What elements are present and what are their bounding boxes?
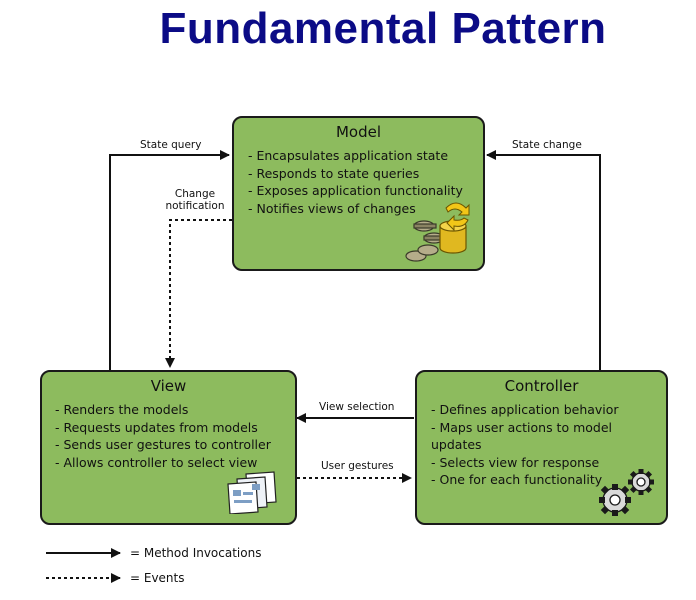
view-heading: View bbox=[150, 377, 187, 395]
list-item: Notifies views of changes bbox=[248, 200, 463, 218]
change-notification-label: Change notification bbox=[156, 188, 234, 212]
controller-responsibilities: Defines application behavior Maps user a… bbox=[431, 401, 666, 489]
legend-events: = Events bbox=[130, 571, 185, 585]
documents-icon bbox=[227, 471, 277, 514]
change-notification-line2: notification bbox=[165, 200, 225, 212]
model-box: Model Encapsulates application state Res… bbox=[232, 116, 485, 271]
view-selection-label: View selection bbox=[319, 401, 395, 413]
list-item: Sends user gestures to controller bbox=[55, 436, 270, 454]
change-notification-arrow bbox=[165, 219, 232, 368]
list-item: Responds to state queries bbox=[248, 165, 463, 183]
database-and-keys-icon bbox=[405, 202, 470, 262]
list-item: One for each functionality bbox=[431, 471, 666, 489]
state-change-arrow bbox=[486, 150, 601, 370]
controller-box: Controller Defines application behavior … bbox=[415, 370, 668, 525]
change-notification-line1: Change bbox=[174, 188, 216, 200]
page-title: Fundamental Pattern bbox=[159, 4, 607, 53]
state-query-label: State query bbox=[140, 139, 202, 151]
list-item: Encapsulates application state bbox=[248, 147, 463, 165]
list-item: Exposes application functionality bbox=[248, 182, 462, 200]
list-item: Selects view for response bbox=[431, 454, 666, 472]
list-item: Renders the models bbox=[55, 401, 271, 419]
model-heading: Model bbox=[335, 123, 382, 141]
gears-icon bbox=[599, 469, 654, 516]
view-box: View Renders the models Requests updates… bbox=[40, 370, 297, 525]
state-query-arrow bbox=[109, 150, 230, 370]
list-item: Requests updates from models bbox=[55, 419, 271, 437]
list-item: Maps user actions to model updates bbox=[431, 419, 666, 454]
controller-heading: Controller bbox=[504, 377, 579, 395]
state-change-label: State change bbox=[512, 139, 582, 151]
legend-method-invocations: = Method Invocations bbox=[130, 546, 262, 560]
model-responsibilities: Encapsulates application state Responds … bbox=[248, 147, 463, 218]
list-item: Allows controller to select view bbox=[55, 454, 271, 472]
list-item: Defines application behavior bbox=[431, 401, 666, 419]
user-gestures-label: User gestures bbox=[321, 460, 394, 472]
view-responsibilities: Renders the models Requests updates from… bbox=[55, 401, 271, 472]
